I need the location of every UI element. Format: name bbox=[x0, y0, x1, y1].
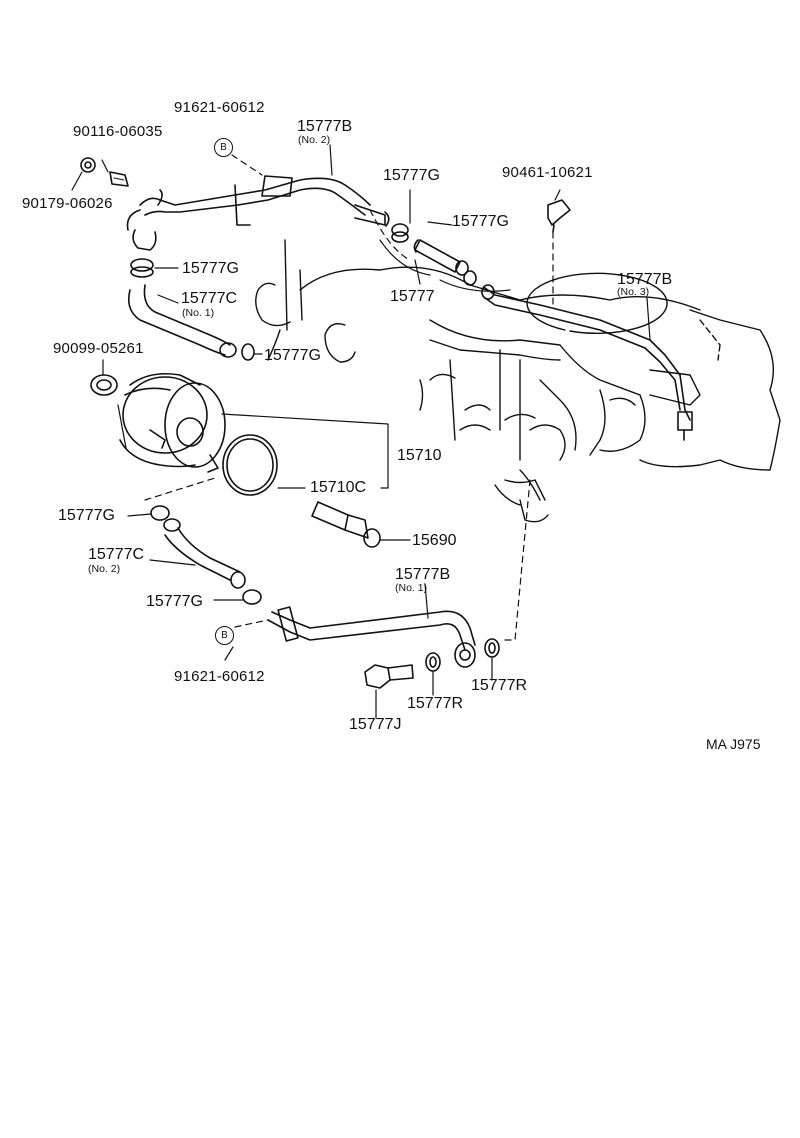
top-outline-arcs bbox=[379, 239, 511, 292]
part-label-15777g-d: 15777G bbox=[264, 347, 321, 364]
hose-15777c-no2 bbox=[150, 505, 262, 605]
bracket-90461 bbox=[547, 199, 571, 233]
part-label-91621-bottom: 91621-60612 bbox=[174, 668, 265, 685]
dashed-guide-lines bbox=[144, 154, 554, 641]
part-label-15777c-no2: 15777C bbox=[88, 546, 145, 563]
water-pipe-no1 bbox=[267, 606, 476, 668]
figure-code: MA J975 bbox=[706, 736, 761, 752]
engine-block-outline bbox=[255, 239, 781, 523]
sensor-15690 bbox=[311, 501, 381, 548]
part-label-15777b-no2: 15777B bbox=[297, 118, 353, 135]
union-bolt-15777j bbox=[364, 664, 414, 689]
part-label-15777g-e: 15777G bbox=[58, 507, 115, 524]
part-label-90179: 90179-06026 bbox=[22, 195, 113, 212]
stud-bolt-90116 bbox=[109, 171, 129, 187]
hose-clamp-group-top bbox=[127, 258, 255, 361]
part-label-91621-top: 91621-60612 bbox=[174, 99, 265, 116]
part-label-15777b-no3: 15777B bbox=[617, 271, 673, 288]
b-mark-top: B bbox=[214, 138, 233, 157]
b-mark-bottom: B bbox=[215, 626, 234, 645]
part-label-15777g-b: 15777G bbox=[452, 213, 509, 230]
part-label-15777g-c: 15777G bbox=[182, 260, 239, 277]
hose-clamp-group-right bbox=[391, 223, 693, 441]
part-label-90099: 90099-05261 bbox=[53, 340, 144, 357]
part-label-15777b-no1: 15777B bbox=[395, 566, 451, 583]
leader-lines bbox=[71, 144, 651, 719]
part-label-15777: 15777 bbox=[390, 288, 435, 305]
part-sublabel-no2-top: (No. 2) bbox=[298, 134, 331, 146]
nut-90179 bbox=[80, 157, 96, 173]
part-sublabel-no2-c: (No. 2) bbox=[88, 563, 121, 575]
o-ring-15710c bbox=[222, 434, 278, 496]
part-label-15777g-a: 15777G bbox=[383, 167, 440, 184]
water-bypass-pipe-no2 bbox=[126, 175, 390, 251]
part-label-90461: 90461-10621 bbox=[502, 164, 593, 181]
part-label-15690: 15690 bbox=[412, 532, 457, 549]
gasket-15777r-b bbox=[484, 638, 500, 658]
part-label-15777j: 15777J bbox=[349, 716, 402, 733]
part-label-15777r-b: 15777R bbox=[407, 695, 464, 712]
gasket-15777r-a bbox=[425, 652, 441, 672]
part-label-15777r-a: 15777R bbox=[471, 677, 528, 694]
part-label-15710c: 15710C bbox=[310, 479, 367, 496]
oil-cooler-15710 bbox=[117, 372, 226, 473]
part-label-15777g-f: 15777G bbox=[146, 593, 203, 610]
part-label-90116: 90116-06035 bbox=[73, 123, 163, 140]
seal-90099 bbox=[90, 374, 118, 396]
part-sublabel-no1-b: (No. 1) bbox=[395, 582, 428, 594]
part-sublabel-no1-c: (No. 1) bbox=[182, 307, 215, 319]
part-label-15710: 15710 bbox=[397, 447, 442, 464]
part-sublabel-no3: (No. 3) bbox=[617, 286, 650, 298]
part-label-15777c-no1: 15777C bbox=[181, 290, 238, 307]
